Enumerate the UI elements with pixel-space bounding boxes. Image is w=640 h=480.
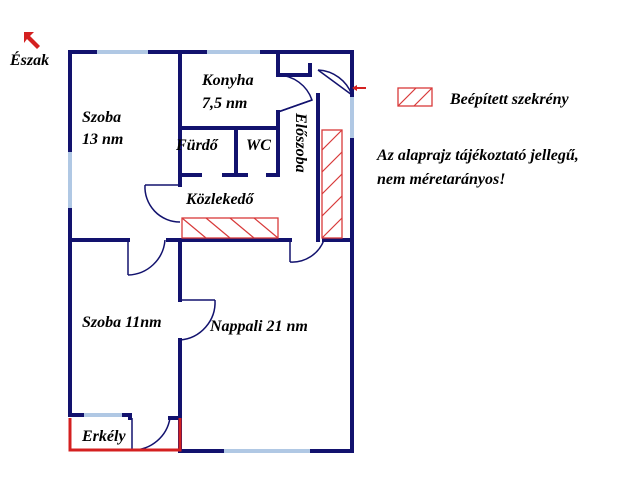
north-arrow-icon: [24, 32, 40, 49]
windows: [68, 50, 354, 453]
interior-walls: [68, 50, 354, 420]
room-nappali: Nappali 21 nm: [209, 318, 308, 335]
balcony-outline: [68, 418, 182, 452]
room-kozlekedo: Közlekedő: [185, 191, 255, 208]
room-szoba11: Szoba 11nm: [82, 314, 162, 331]
legend: Beépített szekrény: [397, 87, 570, 108]
room-konyha-area: 7,5 nm: [202, 95, 247, 112]
compass-label: Észak: [9, 50, 49, 69]
room-erkely: Erkély: [81, 428, 126, 445]
room-eloszoba: Előszoba: [292, 112, 309, 173]
closet-entry: [321, 129, 343, 239]
closet-hallway: [181, 217, 279, 239]
note-line-1: Az alaprajz tájékoztató jellegű,: [376, 147, 579, 164]
legend-closet-label: Beépített szekrény: [449, 91, 570, 108]
room-konyha-name: Konyha: [201, 72, 254, 89]
room-wc: WC: [246, 137, 271, 154]
room-szoba13-name: Szoba: [82, 109, 121, 126]
entrance-arrow-icon: [352, 85, 366, 91]
door-swings: [127, 69, 353, 451]
room-furdo: Fürdő: [175, 137, 219, 154]
room-szoba13-area: 13 nm: [82, 131, 123, 148]
legend-closet-swatch: [397, 87, 433, 107]
note-line-2: nem méretarányos!: [377, 171, 505, 188]
